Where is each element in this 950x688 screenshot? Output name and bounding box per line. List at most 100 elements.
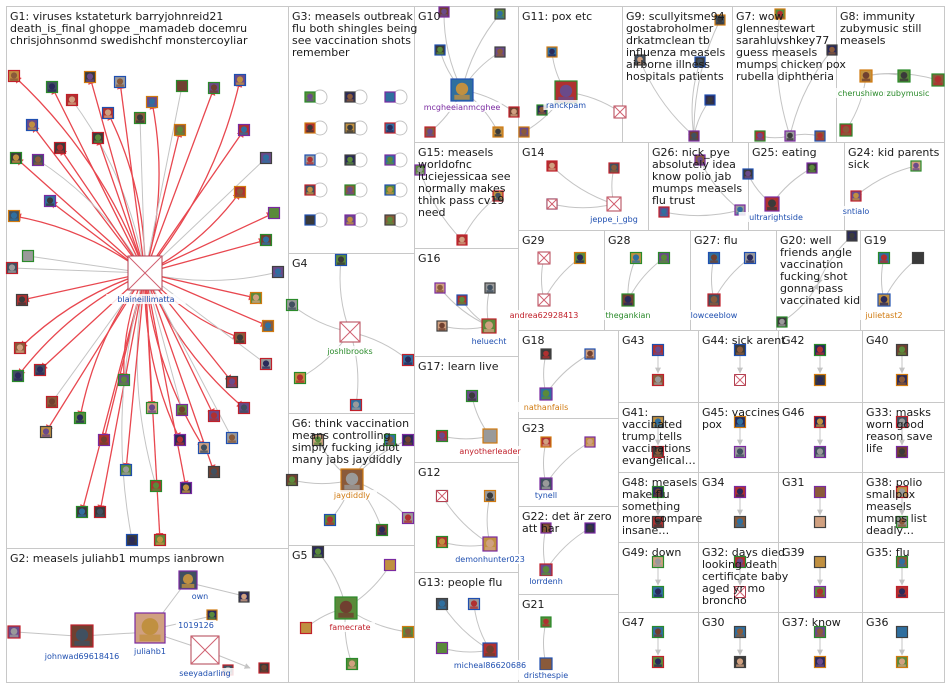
user-node-200[interactable] xyxy=(733,445,747,459)
user-node-204[interactable] xyxy=(895,445,909,459)
user-node-157[interactable] xyxy=(621,293,635,307)
user-node-6[interactable] xyxy=(113,75,127,89)
user-node-221[interactable] xyxy=(651,625,665,639)
user-node-71[interactable] xyxy=(344,122,356,134)
user-node-70[interactable] xyxy=(304,122,316,134)
user-node-128[interactable] xyxy=(931,73,945,87)
user-node-110[interactable] xyxy=(546,46,558,58)
user-node-201[interactable] xyxy=(813,415,827,429)
user-node-104[interactable] xyxy=(494,8,506,20)
user-node-50[interactable] xyxy=(93,505,107,519)
user-node-179[interactable] xyxy=(584,348,596,360)
user-node-117[interactable] xyxy=(694,56,706,68)
user-node-65[interactable] xyxy=(190,635,220,665)
user-node-196[interactable] xyxy=(895,373,909,387)
user-node-11[interactable] xyxy=(237,123,251,137)
user-node-83[interactable] xyxy=(285,298,299,312)
user-node-148[interactable] xyxy=(456,294,468,306)
user-node-68[interactable] xyxy=(344,91,356,103)
user-node-182[interactable] xyxy=(540,436,552,448)
user-node-156[interactable] xyxy=(629,251,643,265)
user-node-107[interactable] xyxy=(492,126,504,138)
user-node-171[interactable] xyxy=(435,535,449,549)
user-node-62[interactable] xyxy=(258,662,270,674)
user-node-123[interactable] xyxy=(784,130,796,142)
user-node-208[interactable] xyxy=(733,515,747,529)
user-node-166[interactable] xyxy=(435,429,449,443)
user-node-227[interactable] xyxy=(895,625,909,639)
user-node-32[interactable] xyxy=(45,395,59,409)
user-node-75[interactable] xyxy=(384,154,396,166)
user-node-122[interactable] xyxy=(826,44,838,56)
user-node-46[interactable] xyxy=(117,373,131,387)
user-node-94[interactable] xyxy=(401,511,415,525)
user-node-21[interactable] xyxy=(225,375,239,389)
user-node-160[interactable] xyxy=(707,293,721,307)
user-node-80[interactable] xyxy=(344,214,356,226)
user-node-90[interactable] xyxy=(383,433,397,447)
user-node-18[interactable] xyxy=(261,319,275,333)
user-node-9[interactable] xyxy=(207,81,221,95)
user-node-78[interactable] xyxy=(384,184,396,196)
user-node-15[interactable] xyxy=(259,233,273,247)
user-node-120[interactable] xyxy=(704,94,716,106)
user-node-143[interactable] xyxy=(764,196,780,212)
user-node-189[interactable] xyxy=(651,343,665,357)
user-node-212[interactable] xyxy=(895,515,909,529)
user-node-215[interactable] xyxy=(733,555,747,569)
user-node-205[interactable] xyxy=(651,485,665,499)
user-node-96[interactable] xyxy=(311,545,325,559)
user-node-130[interactable] xyxy=(456,234,468,246)
user-node-154[interactable] xyxy=(537,251,551,265)
user-node-183[interactable] xyxy=(539,477,553,491)
user-node-168[interactable] xyxy=(482,428,498,444)
user-node-170[interactable] xyxy=(483,489,497,503)
user-node-153[interactable] xyxy=(537,293,551,307)
user-node-73[interactable] xyxy=(304,154,316,166)
user-node-1[interactable] xyxy=(7,69,21,83)
user-node-124[interactable] xyxy=(814,130,826,142)
user-node-16[interactable] xyxy=(271,265,285,279)
user-node-27[interactable] xyxy=(179,481,193,495)
user-node-187[interactable] xyxy=(540,616,552,628)
user-node-118[interactable] xyxy=(634,54,646,66)
user-node-194[interactable] xyxy=(813,373,827,387)
user-node-52[interactable] xyxy=(125,533,139,547)
user-node-174[interactable] xyxy=(435,597,449,611)
user-node-210[interactable] xyxy=(813,515,827,529)
user-node-51[interactable] xyxy=(75,505,89,519)
user-node-95[interactable] xyxy=(340,468,364,492)
user-node-4[interactable] xyxy=(65,93,79,107)
user-node-10[interactable] xyxy=(233,73,247,87)
user-node-76[interactable] xyxy=(304,184,316,196)
user-node-193[interactable] xyxy=(813,343,827,357)
user-node-29[interactable] xyxy=(119,463,133,477)
user-node-93[interactable] xyxy=(375,523,389,537)
user-node-38[interactable] xyxy=(43,194,57,208)
user-node-228[interactable] xyxy=(895,655,909,669)
user-node-175[interactable] xyxy=(467,597,481,611)
user-node-87[interactable] xyxy=(339,321,361,343)
user-node-127[interactable] xyxy=(897,69,911,83)
user-node-138[interactable] xyxy=(658,206,670,218)
user-node-44[interactable] xyxy=(133,111,147,125)
user-node-129[interactable] xyxy=(839,123,853,137)
user-node-114[interactable] xyxy=(554,80,578,104)
user-node-172[interactable] xyxy=(436,490,448,502)
user-node-54[interactable] xyxy=(39,425,53,439)
user-node-152[interactable] xyxy=(573,251,587,265)
user-node-28[interactable] xyxy=(149,479,163,493)
user-node-2[interactable] xyxy=(25,118,39,132)
user-node-42[interactable] xyxy=(91,131,105,145)
user-node-49[interactable] xyxy=(173,433,187,447)
user-node-149[interactable] xyxy=(484,282,496,294)
user-node-164[interactable] xyxy=(911,251,925,265)
user-node-109[interactable] xyxy=(450,78,474,102)
user-node-17[interactable] xyxy=(249,291,263,305)
user-node-55[interactable] xyxy=(11,369,25,383)
user-node-33[interactable] xyxy=(33,363,47,377)
user-node-163[interactable] xyxy=(877,251,891,265)
user-node-199[interactable] xyxy=(733,415,747,429)
user-node-13[interactable] xyxy=(233,185,247,199)
user-node-24[interactable] xyxy=(225,431,239,445)
